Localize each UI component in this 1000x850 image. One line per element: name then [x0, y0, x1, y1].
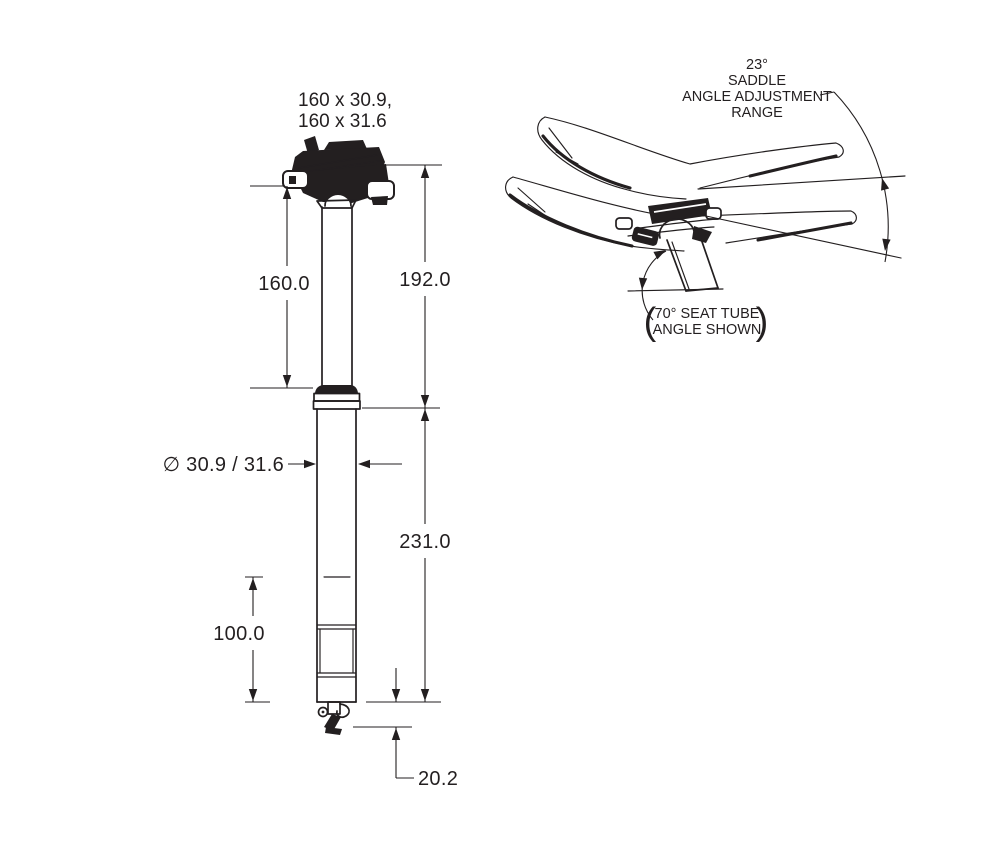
side-post-right-edge — [698, 232, 719, 289]
note-leader — [819, 91, 835, 96]
saddle-clamp-head — [282, 136, 395, 221]
bottom-actuator — [317, 701, 350, 735]
collar-band-lower — [312, 400, 361, 410]
clamp-lower-cradle — [293, 164, 389, 203]
seat-tube-note-line1: 70° SEAT TUBE — [655, 306, 760, 322]
side-seatpost — [627, 232, 724, 292]
arc-23 — [833, 91, 889, 263]
angle-leg-upper — [697, 175, 906, 190]
actuator-nut — [317, 706, 329, 718]
saddle-angle-note: 23° SADDLE ANGLE ADJUSTMENT RANGE — [682, 57, 832, 121]
dim-upper-length-value: 192.0 — [399, 269, 451, 291]
saddle-side-view: 23° SADDLE ANGLE ADJUSTMENT RANGE ( 70° … — [505, 57, 906, 343]
clamp-plate-highlight-1 — [298, 154, 378, 169]
actuator-nut-center — [321, 710, 325, 714]
saddle-upper-shell-shadow — [541, 134, 632, 190]
seat-tube-note-open-paren: ( — [644, 301, 657, 343]
horizontal-reference-line — [627, 288, 724, 292]
size-label-line1: 160 x 30.9, — [298, 90, 392, 111]
collar — [312, 385, 361, 410]
saddle-position-upper — [537, 116, 844, 200]
saddle-angle-range — [697, 91, 906, 263]
clamp-bolt-top — [304, 136, 319, 154]
actuator-foot — [325, 727, 342, 735]
actuator-body — [327, 701, 341, 715]
clamp-plate-highlight-2 — [296, 160, 380, 174]
dim-travel: 160.0 — [258, 186, 310, 388]
collar-seal-cap — [315, 385, 358, 393]
actuator-hook — [336, 703, 350, 719]
seat-tube-note: ( 70° SEAT TUBE ANGLE SHOWN ) — [644, 301, 769, 343]
saddle-upper-nose-shadow — [748, 154, 838, 178]
side-clamp-plate — [648, 198, 712, 224]
side-post-left-inner — [671, 241, 690, 290]
saddle-angle-note-line4: RANGE — [731, 105, 783, 121]
clamp-upper-cradle — [324, 140, 367, 150]
dim-lower-length: 231.0 — [399, 408, 451, 702]
saddle-lower-tail-facet — [517, 187, 553, 221]
dim-travel-value: 160.0 — [258, 273, 310, 295]
saddle-lower-nose-shadow — [756, 221, 853, 242]
dim-insertion-value: 100.0 — [213, 623, 265, 645]
saddle-upper-underside — [537, 116, 687, 200]
size-label-line2: 160 x 31.6 — [298, 111, 387, 132]
collar-band-upper — [313, 392, 361, 402]
side-clamp-head — [615, 198, 722, 246]
side-rail-left — [615, 217, 633, 230]
dimension-annotations: 160.0 192.0 231.0 100.0 ∅ 30 — [163, 90, 458, 790]
dim-diameter-value: ∅ 30.9 / 31.6 — [163, 454, 284, 476]
saddle-angle-note-line3: ANGLE ADJUSTMENT — [682, 89, 832, 105]
seat-tube-note-close-paren: ) — [756, 301, 769, 343]
side-clamp-bolt-slot — [637, 233, 653, 239]
actuator-lever — [324, 714, 341, 731]
dim-actuator-offset: 20.2 — [391, 668, 458, 790]
dim-actuator-offset-value: 20.2 — [418, 768, 458, 790]
rail-notch-right — [371, 196, 388, 205]
rail-mark-left — [289, 176, 296, 184]
saddle-angle-note-line1: 23° — [746, 57, 768, 73]
saddle-upper-tail-facet — [548, 127, 579, 165]
dim-diameter: ∅ 30.9 / 31.6 — [163, 454, 402, 476]
side-clamp-wedge — [692, 226, 712, 243]
seat-tube-angle-arc — [638, 250, 667, 321]
stanchion-tube — [321, 206, 353, 387]
dim-lower-length-value: 231.0 — [399, 531, 451, 553]
saddle-lower-shell-shadow — [508, 193, 634, 248]
angle-leg-lower — [705, 215, 902, 259]
saddle-position-lower — [505, 176, 857, 252]
seatpost-front-view — [282, 136, 395, 735]
lower-tube — [316, 408, 357, 703]
side-clamp-highlight — [653, 203, 707, 213]
dim-upper-length: 192.0 — [399, 165, 451, 408]
side-post-left-edge — [666, 239, 687, 292]
size-label: 160 x 30.9, 160 x 31.6 — [298, 90, 392, 132]
saddle-angle-note-line2: SADDLE — [728, 73, 786, 89]
dim-insertion: 100.0 — [213, 577, 265, 702]
saddle-upper-top-edge — [544, 116, 844, 189]
side-clamp-arch — [658, 218, 695, 239]
rail-section-right — [366, 180, 395, 200]
saddle-lower-underside — [505, 176, 685, 252]
seat-tube-note-line2: ANGLE SHOWN — [653, 322, 762, 338]
